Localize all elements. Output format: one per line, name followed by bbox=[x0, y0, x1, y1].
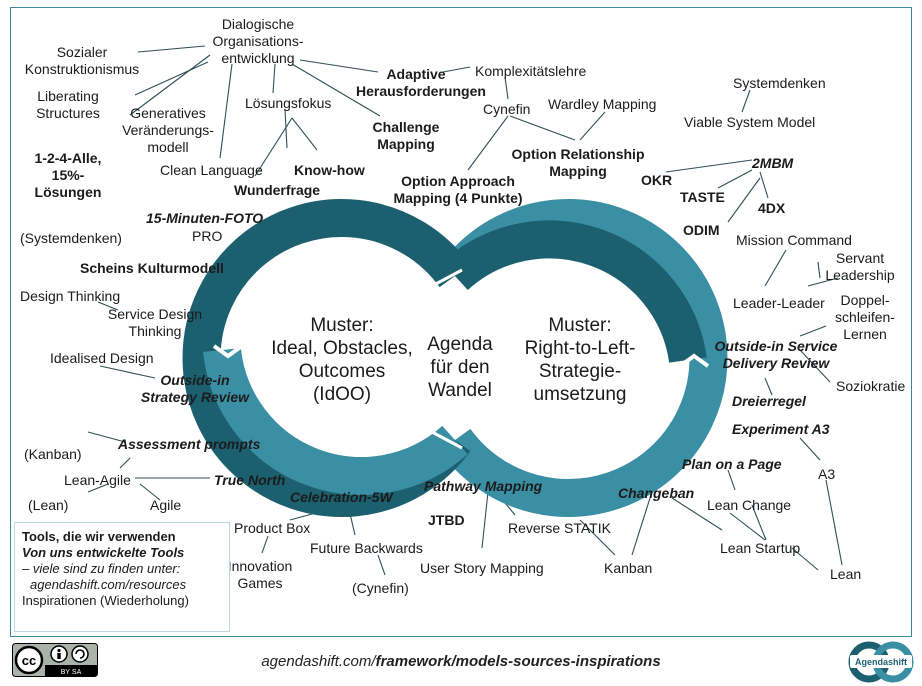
left-pattern-title: Muster: Ideal, Obstacles, Outcomes (IdOO… bbox=[271, 315, 413, 405]
node-viable-system-model: Viable System Model bbox=[684, 114, 816, 130]
node-jtbd: JTBD bbox=[428, 512, 465, 528]
node-plan-on-a-page: Plan on a Page bbox=[682, 456, 782, 472]
node-mission-command: Mission Command bbox=[736, 232, 852, 248]
node-loesungsfokus: Lösungsfokus bbox=[245, 95, 332, 111]
node-assessment-prompts: Assessment prompts bbox=[118, 436, 261, 452]
node-agile: Agile bbox=[150, 497, 182, 513]
svg-text:BY SA: BY SA bbox=[61, 669, 82, 676]
node-doppelschleifen-lernen: Doppel- schleifen- Lernen bbox=[835, 292, 895, 342]
node-future-backwards: Future Backwards bbox=[310, 540, 423, 556]
node-4dx: 4DX bbox=[758, 200, 786, 216]
node-lean-paren: (Lean) bbox=[28, 497, 69, 513]
node-2mbm: 2MBM bbox=[752, 155, 794, 171]
node-sozialer-konstruktionismus: Sozialer Konstruktionismus bbox=[24, 44, 140, 77]
node-soziokratie: Soziokratie bbox=[836, 378, 906, 394]
node-lean-startup: Lean Startup bbox=[720, 540, 801, 556]
node-liberating-structures: Liberating Structures bbox=[36, 88, 100, 121]
node-odim: ODIM bbox=[683, 222, 720, 238]
node-15-minuten-foto: 15-Minuten-FOTO bbox=[146, 210, 264, 226]
legend-resources-note: – viele sind zu finden unter: bbox=[22, 561, 181, 576]
node-celebration-5w: Celebration-5W bbox=[290, 489, 393, 505]
cc-by-sa-icon: cc BY SA bbox=[12, 643, 98, 677]
node-experiment-a3: Experiment A3 bbox=[732, 421, 830, 437]
node-systemdenken-paren: (Systemdenken) bbox=[20, 230, 122, 246]
node-kanban-paren: (Kanban) bbox=[24, 446, 82, 462]
svg-text:cc: cc bbox=[22, 653, 36, 668]
node-reverse-statik: Reverse STATIK bbox=[508, 520, 611, 536]
node-design-thinking: Design Thinking bbox=[20, 288, 121, 304]
node-innovation-games: Innovation Games bbox=[227, 558, 293, 591]
node-scheins-kulturmodell: Scheins Kulturmodell bbox=[80, 260, 224, 276]
right-ring bbox=[439, 199, 728, 517]
node-taste: TASTE bbox=[680, 189, 725, 205]
node-pro: PRO bbox=[192, 228, 223, 244]
node-systemdenken: Systemdenken bbox=[733, 75, 826, 91]
right-pattern-title: Muster: Right-to-Left- Strategie- umsetz… bbox=[524, 315, 636, 405]
node-wunderfrage: Wunderfrage bbox=[234, 182, 321, 198]
node-lean-agile: Lean-Agile bbox=[64, 472, 131, 488]
node-servant-leadership: Servant Leadership bbox=[825, 250, 895, 283]
node-komplexitaetslehre: Komplexitätslehre bbox=[475, 63, 587, 79]
node-idealised-design: Idealised Design bbox=[50, 350, 154, 366]
node-kanban: Kanban bbox=[604, 560, 653, 576]
legend-own-tools: Von uns entwickelte Tools bbox=[22, 545, 185, 560]
node-challenge-mapping: Challenge Mapping bbox=[372, 119, 440, 152]
legend-resources-url[interactable]: agendashift.com/resources bbox=[30, 577, 187, 592]
agendashift-logo: Agendashift bbox=[848, 641, 914, 683]
node-lean-change: Lean Change bbox=[707, 497, 792, 513]
node-124-alle: 1-2-4-Alle, 15%-Lösungen bbox=[34, 150, 102, 200]
node-service-design-thinking: Service Design Thinking bbox=[107, 306, 203, 339]
node-okr: OKR bbox=[641, 172, 673, 188]
node-outside-in-service-delivery-review: Outside-in Service Delivery Review bbox=[714, 338, 838, 371]
legend-inspirations: Inspirationen (Wiederholung) bbox=[22, 593, 189, 608]
node-option-approach-mapping: Option Approach Mapping (4 Punkte) bbox=[393, 173, 523, 206]
node-lean: Lean bbox=[830, 566, 862, 582]
node-dialogische-oe: Dialogische Organisations- entwicklung bbox=[212, 16, 304, 66]
node-product-box: Product Box bbox=[234, 520, 311, 536]
node-dreierregel: Dreierregel bbox=[732, 393, 806, 409]
node-changeban: Changeban bbox=[618, 485, 695, 501]
svg-text:Agendashift: Agendashift bbox=[855, 657, 907, 667]
legend-box: Tools, die wir verwenden Von uns entwick… bbox=[14, 522, 230, 632]
node-option-relationship-mapping: Option Relationship Mapping bbox=[511, 146, 645, 179]
node-user-story-mapping: User Story Mapping bbox=[420, 560, 544, 576]
node-know-how: Know-how bbox=[294, 162, 365, 178]
left-ring bbox=[182, 199, 471, 517]
node-cynefin: Cynefin bbox=[483, 101, 531, 117]
node-outside-in-strategy-review: Outside-in Strategy Review bbox=[140, 372, 250, 405]
footer-url-link[interactable]: agendashift.com/framework/models-sources… bbox=[261, 653, 661, 670]
node-leader-leader: Leader-Leader bbox=[733, 295, 825, 311]
node-wardley-mapping: Wardley Mapping bbox=[548, 96, 657, 112]
node-a3: A3 bbox=[818, 466, 836, 482]
node-pathway-mapping: Pathway Mapping bbox=[424, 478, 543, 494]
node-cynefin-paren: (Cynefin) bbox=[352, 580, 409, 596]
diagram-frame bbox=[10, 7, 912, 637]
node-adaptive-herausforderungen: Adaptive Herausforderungen bbox=[356, 66, 486, 99]
legend-tools-used: Tools, die wir verwenden bbox=[22, 529, 176, 544]
agenda-center-title: Agenda für den Wandel bbox=[427, 334, 493, 401]
node-clean-language: Clean Language bbox=[160, 162, 263, 178]
node-true-north: True North bbox=[214, 472, 286, 488]
node-generatives-veraenderungsmodell: Generatives Veränderungs- modell bbox=[122, 105, 214, 155]
